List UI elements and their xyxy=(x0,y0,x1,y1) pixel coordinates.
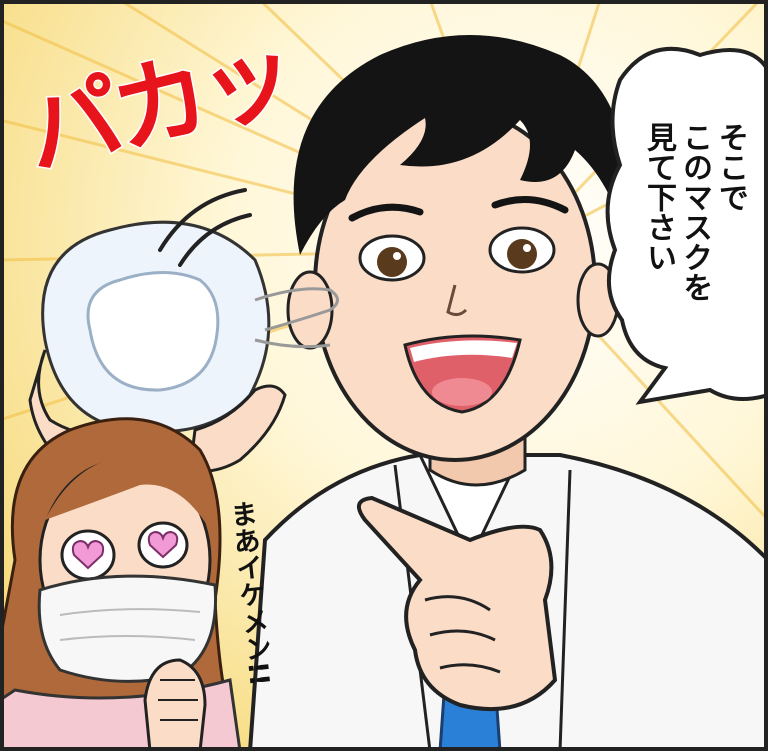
speech-text: そこで このマスクを 見て下さい xyxy=(640,122,748,302)
speech-line: このマスクを xyxy=(677,122,712,302)
speech-line: そこで xyxy=(713,122,748,212)
speech-bubble xyxy=(605,46,768,405)
heart-eye-left xyxy=(71,539,105,570)
pointing-hand xyxy=(356,495,558,712)
man-hair xyxy=(293,35,630,255)
speech-line: 見て下さい xyxy=(641,122,676,272)
heart-eye-right xyxy=(147,530,179,559)
